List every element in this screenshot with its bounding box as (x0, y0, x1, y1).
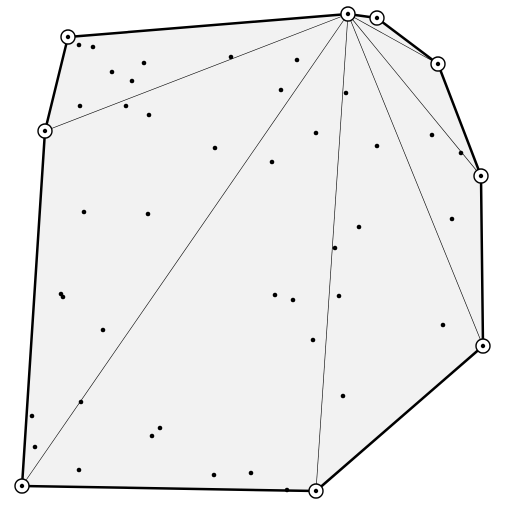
interior-point (109, 69, 115, 75)
interior-point (78, 399, 84, 405)
interior-point (76, 467, 82, 473)
interior-point (356, 224, 362, 230)
interior-point (77, 103, 83, 109)
interior-point (81, 209, 87, 215)
interior-point (60, 294, 66, 300)
interior-point (340, 393, 346, 399)
interior-point (32, 444, 38, 450)
hull-vertex-v9 (37, 123, 53, 139)
hull-vertex-v3 (369, 10, 385, 26)
hull-vertex-center-dot (345, 11, 351, 17)
interior-point (313, 130, 319, 136)
interior-point (228, 54, 234, 60)
interior-points (29, 42, 464, 493)
interior-point (429, 132, 435, 138)
interior-point (76, 42, 82, 48)
interior-point (374, 143, 380, 149)
fan-line-v2-v4 (347, 13, 439, 65)
hull-vertices (14, 6, 491, 499)
fan-line-v2-v9 (44, 13, 349, 132)
interior-point (100, 327, 106, 333)
hull-vertex-center-dot (19, 483, 25, 489)
hull-region (22, 14, 483, 491)
interior-point (290, 297, 296, 303)
hull-vertex-v2 (340, 6, 356, 22)
hull-vertex-center-dot (478, 173, 484, 179)
interior-point (123, 103, 129, 109)
interior-point (146, 112, 152, 118)
hull-vertex-v5 (473, 168, 489, 184)
interior-point (90, 44, 96, 50)
interior-point (332, 245, 338, 251)
interior-point (157, 425, 163, 431)
hull-vertex-center-dot (313, 488, 319, 494)
fan-line-v2-v6 (347, 13, 484, 347)
hull-vertex-v1 (60, 29, 76, 45)
hull-vertex-center-dot (42, 128, 48, 134)
fan-triangulation-lines (21, 13, 484, 492)
interior-point (269, 159, 275, 165)
fan-line-v2-v8 (21, 13, 349, 487)
fan-line-v2-v7 (315, 13, 349, 492)
interior-point (310, 337, 316, 343)
interior-point (336, 293, 342, 299)
hull-outline (20, 12, 485, 493)
hull-vertex-v6 (475, 338, 491, 354)
hull-vertex-v4 (430, 56, 446, 72)
interior-point (458, 150, 464, 156)
hull-vertex-center-dot (374, 15, 380, 21)
interior-point (29, 413, 35, 419)
interior-point (149, 433, 155, 439)
hull-vertex-center-dot (65, 34, 71, 40)
interior-point (294, 57, 300, 63)
hull-vertex-center-dot (480, 343, 486, 349)
hull-vertex-center-dot (435, 61, 441, 67)
hull-vertex-v8 (14, 478, 30, 494)
interior-point (211, 472, 217, 478)
interior-point (449, 216, 455, 222)
interior-point (278, 87, 284, 93)
interior-point (248, 470, 254, 476)
fan-line-v2-v5 (347, 13, 482, 177)
interior-point (129, 78, 135, 84)
interior-point (145, 211, 151, 217)
interior-point (284, 487, 290, 493)
interior-point (212, 145, 218, 151)
interior-point (141, 60, 147, 66)
interior-point (343, 90, 349, 96)
interior-point (272, 292, 278, 298)
hull-vertex-v7 (308, 483, 324, 499)
interior-point (440, 322, 446, 328)
